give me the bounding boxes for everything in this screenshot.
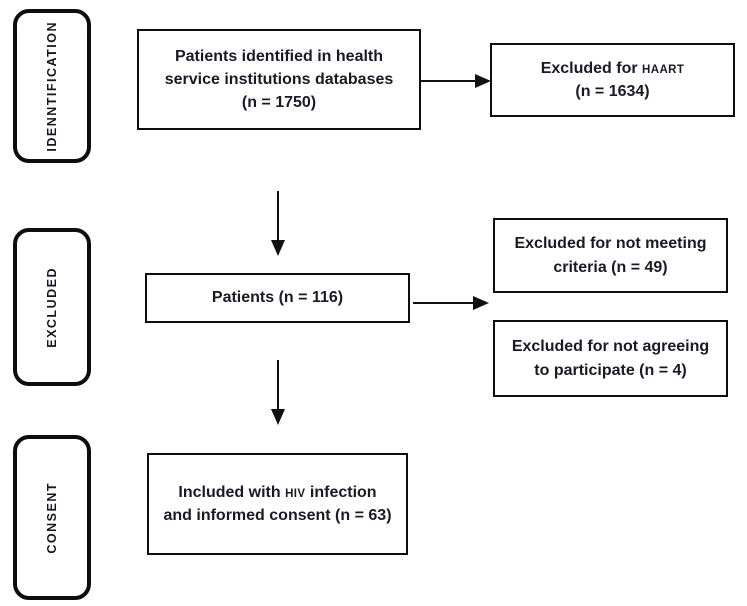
node-text-line: Included with HIV infection <box>178 481 376 504</box>
node-count: (n = 1750) <box>241 94 317 112</box>
node-text-line: Excluded for not meeting <box>514 235 707 253</box>
arrow-down-to-included-icon <box>271 360 285 425</box>
stage-label-identification: IDENNTIFICATION <box>45 20 59 152</box>
node-count: (n = 1634) <box>575 83 650 100</box>
haart-abbreviation: HAART <box>642 63 685 76</box>
node-text: infection <box>305 483 377 501</box>
node-excluded-not-agreeing: Excluded for not agreeing to participate… <box>493 320 728 397</box>
node-patients: Patients (n = 116) <box>145 273 410 323</box>
node-excluded-haart: Excluded for HAART (n = 1634) <box>490 43 735 117</box>
node-text-line: Excluded for not agreeing <box>511 338 710 356</box>
stage-box-excluded: EXCLUDED <box>13 228 91 386</box>
node-count: to participate (n = 4) <box>534 361 687 379</box>
node-included-consent: Included with HIV infection and informed… <box>147 453 408 555</box>
stage-label-consent: CONSENT <box>45 481 59 554</box>
node-text-line: Excluded for HAART <box>541 57 685 80</box>
node-excluded-criteria: Excluded for not meeting criteria (n = 4… <box>493 218 728 293</box>
node-count: criteria (n = 49) <box>553 258 668 276</box>
node-text-line: Patients (n = 116) <box>211 289 344 307</box>
node-text-line: service institutions databases <box>164 70 394 88</box>
stage-box-consent: CONSENT <box>13 435 91 600</box>
hiv-abbreviation: HIV <box>285 487 306 500</box>
node-text: Excluded for <box>540 59 643 77</box>
stage-label-excluded: EXCLUDED <box>45 266 59 348</box>
arrow-right-to-exclusions-icon <box>413 296 489 310</box>
arrow-right-to-haart-icon <box>421 74 491 88</box>
node-text: Included with <box>178 483 286 501</box>
node-count: and informed consent (n = 63) <box>163 507 392 524</box>
node-text-line: Patients identified in health <box>174 47 384 65</box>
node-patients-identified: Patients identified in health service in… <box>137 29 421 130</box>
arrow-down-to-patients-icon <box>271 191 285 256</box>
stage-box-identification: IDENNTIFICATION <box>13 9 91 163</box>
